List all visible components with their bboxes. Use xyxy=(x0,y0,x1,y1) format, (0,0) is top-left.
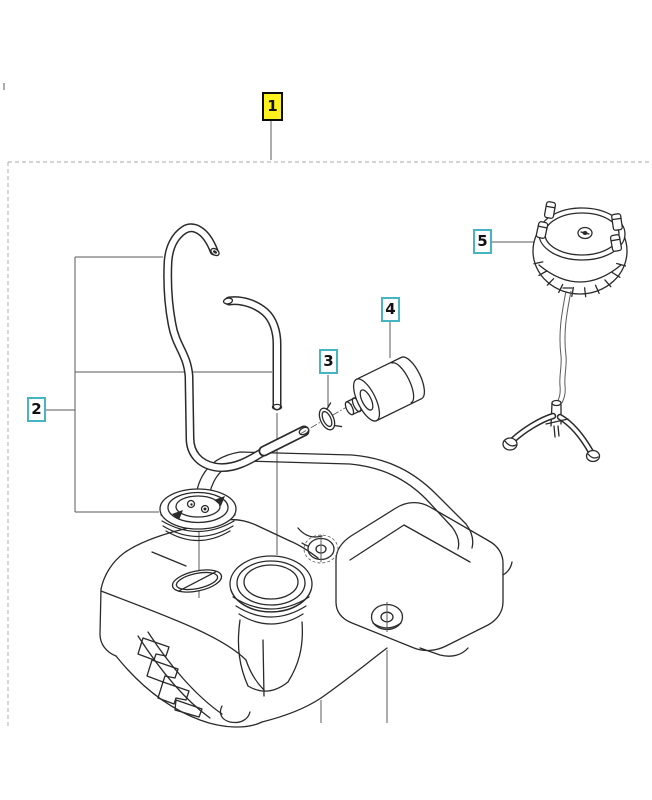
fuel-hose-long xyxy=(163,223,310,473)
tank-cap xyxy=(159,488,237,542)
callout-leader-lines xyxy=(43,121,535,723)
callout-2[interactable]: 2 xyxy=(27,397,46,423)
screw-boss xyxy=(303,534,339,564)
fuel-cap xyxy=(502,201,628,463)
callout-1[interactable]: 1 xyxy=(262,92,283,122)
callout-4[interactable]: 4 xyxy=(381,297,400,323)
tank-filler-neck xyxy=(229,555,313,697)
assembly-boundary xyxy=(3,83,652,727)
callout-5[interactable]: 5 xyxy=(473,229,492,255)
fuel-tank xyxy=(99,451,513,728)
cap-cord xyxy=(556,287,573,404)
cap-retainer xyxy=(502,399,601,463)
screw-boss xyxy=(370,602,404,632)
fuel-hose-short xyxy=(222,296,283,411)
tank-filler-hole xyxy=(171,569,223,593)
hose-clamp xyxy=(318,402,343,431)
callout-3[interactable]: 3 xyxy=(319,349,338,375)
tank-clip-rails xyxy=(137,631,223,719)
fuel-filter xyxy=(344,356,426,422)
